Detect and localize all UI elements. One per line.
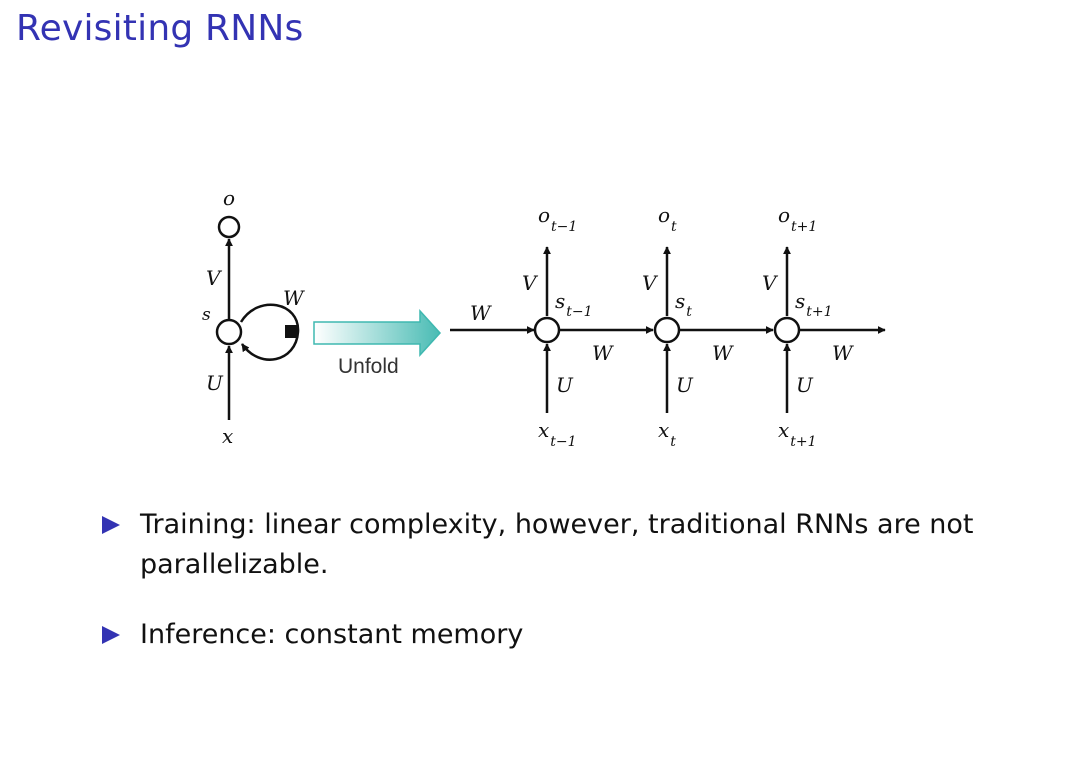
output-label: ot−1: [538, 203, 577, 235]
folded-output-label: o: [223, 186, 235, 210]
folded-v-label: V: [206, 266, 223, 290]
state-label: st: [675, 289, 692, 320]
folded-w-label: W: [283, 286, 305, 310]
u-label: U: [556, 373, 574, 397]
bullet-text: Training: linear complexity, however, tr…: [140, 509, 974, 580]
bullet-arrow-icon: [102, 516, 120, 534]
output-label: ot: [658, 203, 677, 235]
folded-output-node: [217, 215, 241, 239]
input-label: xt−1: [538, 418, 577, 450]
folded-u-label: U: [206, 371, 224, 395]
output-label: ot+1: [778, 203, 817, 235]
slide-title: Revisiting RNNs: [16, 8, 304, 49]
w-label: W: [832, 341, 854, 365]
state-label: st−1: [555, 289, 593, 320]
bullet-arrow-icon: [102, 626, 120, 644]
folded-delay-square: [285, 325, 298, 338]
folded-state-label: s: [202, 305, 211, 325]
bullet-item-training: Training: linear complexity, however, tr…: [100, 505, 1020, 585]
unfold-label: Unfold: [338, 355, 399, 378]
u-label: U: [796, 373, 814, 397]
folded-recurrent-loop: [239, 303, 300, 361]
state-label: st+1: [795, 289, 833, 320]
u-label: U: [676, 373, 694, 397]
w-label: W: [712, 341, 734, 365]
folded-input-label: x: [222, 424, 233, 448]
input-label: xt: [658, 418, 676, 450]
w-label: W: [592, 341, 614, 365]
unfold-arrow: [313, 309, 442, 357]
v-label: V: [522, 271, 539, 295]
v-label: V: [642, 271, 659, 295]
state-node: [533, 316, 561, 344]
lead-w-label: W: [470, 301, 492, 325]
folded-state-node: [215, 318, 243, 346]
state-node: [773, 316, 801, 344]
bullet-list: Training: linear complexity, however, tr…: [100, 505, 1020, 655]
input-label: xt+1: [778, 418, 817, 450]
bullet-text: Inference: constant memory: [140, 619, 524, 650]
v-label: V: [762, 271, 779, 295]
bullet-item-inference: Inference: constant memory: [100, 615, 1020, 655]
state-node: [653, 316, 681, 344]
